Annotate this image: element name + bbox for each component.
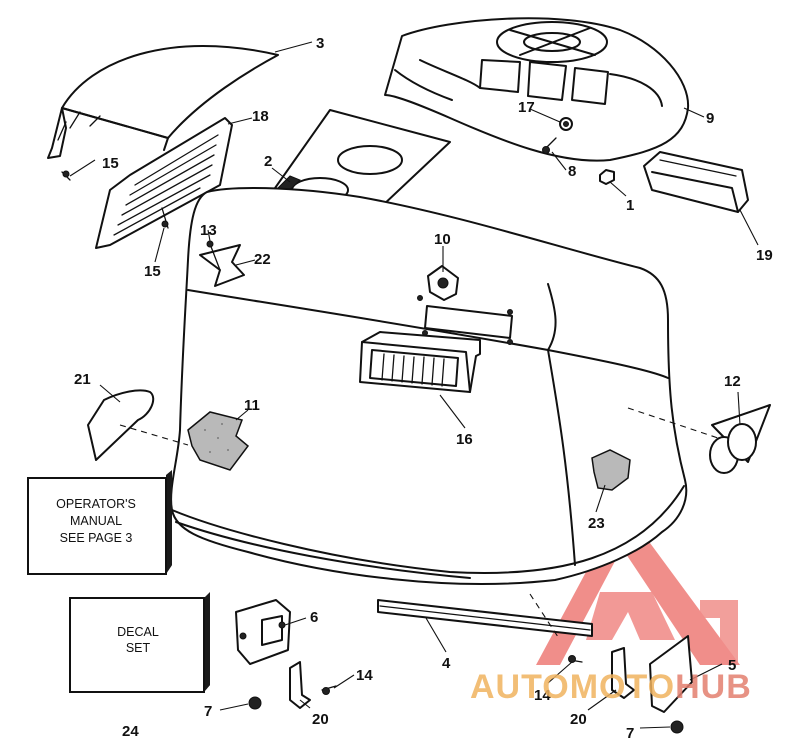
part-rear-vent	[643, 151, 749, 213]
callout-9: 9	[706, 110, 714, 127]
fastener-8	[542, 137, 557, 154]
decal-line2: SET	[126, 641, 151, 655]
part-bracket-20a	[289, 661, 311, 709]
callout-1: 1	[626, 197, 634, 214]
leader-lines	[69, 41, 759, 729]
callout-14b: 14	[534, 687, 551, 704]
fastener-14b	[568, 655, 583, 663]
callout-13: 13	[200, 222, 217, 239]
fastener-15a	[61, 170, 71, 181]
fastener-7b	[670, 720, 684, 734]
watermark: AUTOMOTOHUB	[470, 668, 752, 706]
callout-15b: 15	[144, 263, 161, 280]
part-grille	[95, 117, 233, 249]
callout-22: 22	[254, 251, 271, 268]
callout-12: 12	[724, 373, 741, 390]
callout-14a: 14	[356, 667, 373, 684]
part-latch	[427, 265, 459, 301]
callout-16: 16	[456, 431, 473, 448]
callout-15a: 15	[102, 155, 119, 172]
decal-line1: DECAL	[117, 625, 159, 639]
callout-23: 23	[588, 515, 605, 532]
fastener-14a	[321, 685, 337, 695]
callout-18: 18	[252, 108, 269, 125]
callout-20a: 20	[312, 711, 329, 728]
callout-21: 21	[74, 371, 91, 388]
fastener-17	[559, 117, 573, 131]
part-lid	[47, 44, 279, 159]
callout-2: 2	[264, 153, 272, 170]
part-decal-21	[87, 389, 189, 461]
callout-17: 17	[518, 99, 535, 116]
operators-manual-box: OPERATOR'S MANUAL SEE PAGE 3	[27, 470, 172, 575]
callout-19: 19	[756, 247, 773, 264]
callouts: 3 18 2 9 17 8 1 19 15 15 13 22 10 21 11 …	[74, 35, 773, 742]
part-decal-12	[627, 404, 771, 474]
callout-11: 11	[244, 397, 260, 414]
callout-8: 8	[568, 163, 576, 180]
watermark-logo	[536, 505, 740, 665]
part-decal-11	[187, 411, 250, 471]
watermark-auto: AUTO	[470, 668, 570, 706]
callout-3: 3	[316, 35, 324, 52]
svg-text:AUTOMOTOHUB: AUTOMOTOHUB	[470, 668, 752, 706]
callout-4: 4	[442, 655, 451, 672]
part-bracket-20b	[611, 647, 635, 699]
part-plate-5	[649, 635, 693, 713]
watermark-hub: HUB	[675, 668, 752, 706]
part-screw-13	[206, 240, 221, 271]
fastener-1	[599, 169, 615, 185]
callout-10: 10	[434, 231, 451, 248]
fastener-15b	[161, 207, 169, 229]
decal-set-box: DECAL SET	[69, 592, 210, 693]
fastener-7a	[248, 696, 262, 710]
part-front-vent	[359, 331, 481, 393]
callout-7b: 7	[626, 725, 634, 742]
callout-20b: 20	[570, 711, 587, 728]
manual-line2: MANUAL	[70, 514, 122, 528]
callout-24: 24	[122, 723, 139, 740]
callout-7a: 7	[204, 703, 212, 720]
manual-line3: SEE PAGE 3	[60, 531, 133, 545]
part-decal-23	[591, 449, 631, 491]
part-bracket-6	[235, 599, 291, 665]
part-trim-strip	[377, 593, 593, 641]
manual-line1: OPERATOR'S	[56, 497, 136, 511]
callout-5: 5	[728, 657, 736, 674]
callout-6: 6	[310, 609, 318, 626]
watermark-moto: MOTO	[570, 668, 675, 706]
part-flywheel-cover	[384, 17, 690, 162]
